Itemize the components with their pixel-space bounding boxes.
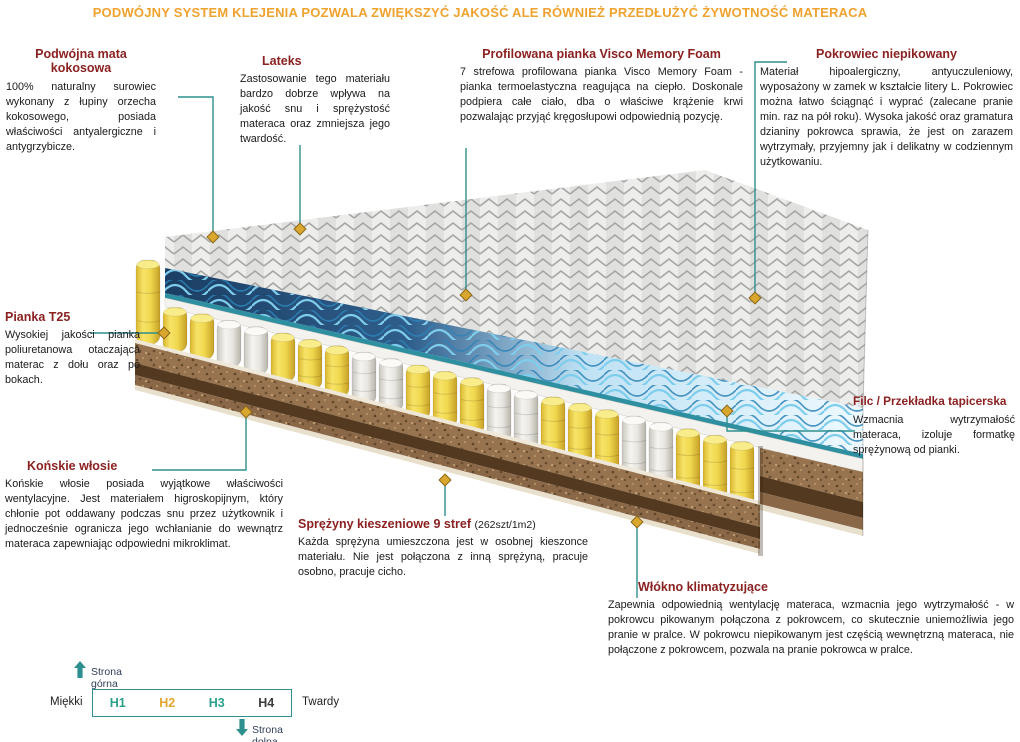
annotation-title: Lateks [262,54,302,68]
layer-coconut-texture-2 [135,375,760,549]
annotation-title-main: Sprężyny kieszeniowe 9 stref [298,517,471,531]
annotation-title: Włókno klimatyzujące [638,580,768,594]
annotation-title-suffix: (262szt/1m2) [474,519,536,531]
annotation-mata-kokosowa: Podwójna mata kokosowa 100% naturalny su… [6,47,156,155]
layer-teal-separator [165,293,863,459]
mattress-right-edge [862,229,869,536]
annotation-konskie-wlosie: Końskie włosie Końskie włosie posiada wy… [5,459,283,552]
hardness-level-h1: H1 [109,696,126,710]
annotation-body: 7 strefowa profilowana pianka Visco Memo… [460,66,743,124]
layer-latex-wave-texture [165,268,863,454]
pocket-springs [135,259,755,511]
annotation-wlokno: Włókno klimatyzujące Zapewnia odpowiedni… [608,580,1014,658]
layer-foam-base-end [760,504,863,536]
annotation-body: Zapewnia odpowiednią wentylację materaca… [608,599,1014,657]
top-banner-text: PODWÓJNY SYSTEM KLEJENIA POZWALA ZWIĘKSZ… [92,5,868,20]
layer-coconut-texture-1 [135,343,760,527]
annotation-body: Każda sprężyna umieszczona jest w osobne… [298,536,588,579]
annotation-title: Pokrowiec niepikowany [815,47,957,61]
mattress-cutaway-illustration [135,170,869,556]
annotation-sprezyny: Sprężyny kieszeniowe 9 stref (262szt/1m2… [298,517,588,580]
annotation-body: 100% naturalny surowiec wykonany z łupin… [6,80,156,153]
annotation-body: Wysokiej jakości pianka poliuretanowa ot… [5,329,140,387]
annotation-title: Pianka T25 [5,310,71,324]
annotation-body: Zastosowanie tego materiału bardzo dobrz… [240,73,390,146]
annotation-body: Końskie włosie posiada wyjątkowe właściw… [5,478,283,551]
annotation-pianka-t25: Pianka T25 Wysokiej jakości pianka poliu… [5,310,140,388]
soft-label: Miękki [50,696,83,708]
arrow-down-icon [236,719,248,736]
annotation-title: Sprężyny kieszeniowe 9 stref (262szt/1m2… [298,517,588,531]
annotation-lateks: Lateks Zastosowanie tego materiału bardz… [240,54,390,147]
annotation-title: Końskie włosie [27,459,118,473]
layer-felt-line [135,339,760,505]
arrow-up-icon [74,661,86,678]
hardness-level-h3: H3 [208,696,225,710]
layer-zigzag-top-foam [165,170,868,408]
layer-horsehair [135,363,760,539]
hardness-levels-box: H1 H2 H3 H4 [92,689,292,717]
layer-foam-base [135,385,760,554]
annotation-title: Podwójna mata kokosowa [35,47,127,76]
annotation-visco: Profilowana pianka Visco Memory Foam 7 s… [460,47,743,125]
annotation-filc: Filc / Przekładka tapicerska Wzmacnia wy… [853,394,1015,458]
top-side-label: Strona górna [91,666,122,690]
layer-coconut-end-2 [760,492,863,530]
annotation-title: Profilowana pianka Visco Memory Foam [482,47,721,61]
hard-label: Twardy [302,696,340,708]
layer-coconut-end-texture [760,448,863,502]
annotation-body: Materiał hipoalergiczny, antyuczuleniowy… [760,66,1013,169]
hardness-level-h2: H2 [159,696,176,710]
cut-seam-shadow [758,446,763,556]
annotation-title: Filc / Przekładka tapicerska [853,394,1007,408]
bottom-side-label: Strona dolna [252,724,283,742]
hardness-level-h4: H4 [258,696,275,710]
annotation-body: Wzmacnia wytrzymałość materaca, izoluje … [853,413,1015,456]
annotation-pokrowiec: Pokrowiec niepikowany Materiał hipoalerg… [760,47,1013,170]
layer-horsehair-end [760,476,863,518]
